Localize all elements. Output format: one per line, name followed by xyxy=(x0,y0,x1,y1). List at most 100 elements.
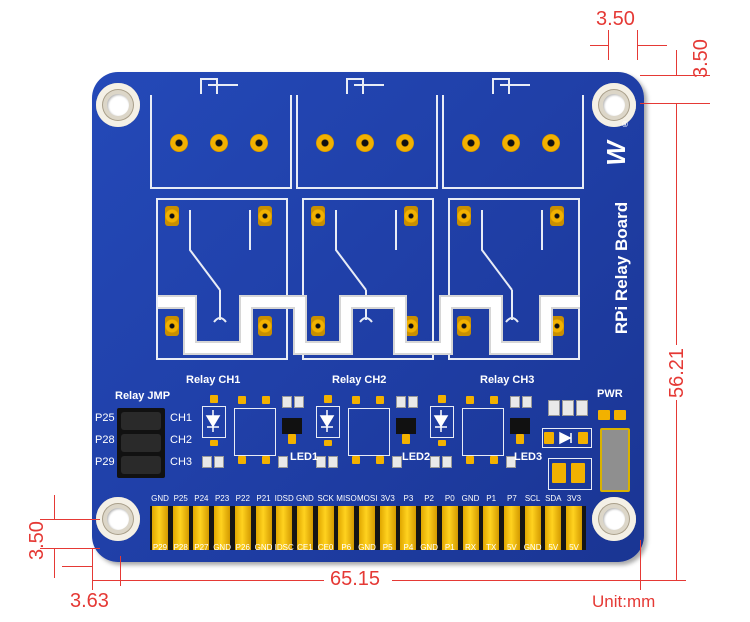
terminal-pad xyxy=(462,134,480,152)
waveshare-logo-icon: W xyxy=(600,141,631,166)
gpio-pin xyxy=(379,506,396,550)
pwr-resistor xyxy=(576,400,588,416)
mounting-hole-bottom-left xyxy=(96,497,140,541)
gpio-pin-label: P22 xyxy=(235,494,250,503)
relay-ch3-label: Relay CH3 xyxy=(480,374,535,386)
gpio-pin-label: P27 xyxy=(194,543,209,552)
relay-coil-pad xyxy=(258,206,272,226)
dim-left-offset: 3.50 xyxy=(26,521,48,560)
relay-coil-pad xyxy=(457,206,471,226)
jmp-pin-p25: P25 xyxy=(95,412,115,424)
gpio-pin xyxy=(524,506,541,550)
gpio-pin-label: P21 xyxy=(256,494,271,503)
gpio-pin-label: IDSC xyxy=(274,543,294,552)
dim-line xyxy=(640,580,686,581)
gpio-pin xyxy=(359,506,375,550)
relay-contact-pad xyxy=(165,316,179,336)
relay-contact-pad xyxy=(457,316,471,336)
gpio-pin-label: GND xyxy=(296,494,314,503)
gpio-pin-label: GND xyxy=(358,543,376,552)
gpio-pin-label: 5V xyxy=(506,543,517,552)
dim-line xyxy=(640,75,710,76)
gpio-pin xyxy=(152,506,168,550)
gpio-pin-label: SCL xyxy=(524,494,541,503)
gpio-pin xyxy=(296,506,313,550)
pwr-led-pad xyxy=(598,410,610,420)
gpio-pin xyxy=(234,506,251,550)
gpio-pin-label: P26 xyxy=(235,543,250,552)
board-title-block: RPi Relay Board xyxy=(610,180,634,360)
gpio-pin xyxy=(276,506,293,550)
gpio-pin-label: P6 xyxy=(341,543,352,552)
relay-coil-pad xyxy=(311,206,325,226)
gpio-pin-label: P23 xyxy=(214,494,230,503)
led3-label: LED3 xyxy=(514,451,543,463)
relay-contact-pad xyxy=(311,316,325,336)
registered-mark: ® xyxy=(622,120,628,129)
gpio-pin xyxy=(172,506,189,550)
gpio-pin-label: P5 xyxy=(382,543,393,552)
gpio-pin xyxy=(193,506,210,550)
dim-height-line xyxy=(676,103,677,581)
gpio-pin-label: P1 xyxy=(486,494,497,503)
gpio-pin-label: P2 xyxy=(424,494,434,503)
gpio-pin-label: CE1 xyxy=(297,543,313,552)
terminal-pad xyxy=(250,134,268,152)
relay-contact-pad xyxy=(258,316,272,336)
gpio-pin-label: MISO xyxy=(336,494,357,503)
gpio-pin-label: P28 xyxy=(173,543,188,552)
dim-top-offset: 3.50 xyxy=(596,8,635,30)
gpio-pin xyxy=(545,506,562,550)
terminal-pad xyxy=(356,134,374,152)
gpio-pin-label: P7 xyxy=(506,494,517,503)
relay-ch2-label: Relay CH2 xyxy=(332,374,387,386)
terminal-pad xyxy=(316,134,334,152)
dim-bottom-left: 3.63 xyxy=(70,590,109,612)
gpio-pin-label: P1 xyxy=(444,543,455,552)
relay-coil-pad xyxy=(404,206,418,226)
gpio-pin-label: IDSD xyxy=(274,494,294,503)
terminal-pad xyxy=(542,134,560,152)
relay-contact-pad xyxy=(550,316,564,336)
gpio-pin xyxy=(400,506,417,550)
voltage-regulator xyxy=(600,428,630,492)
jumper-title: Relay JMP xyxy=(115,390,171,402)
mounting-hole-top-left xyxy=(96,83,140,127)
gpio-pin-label: GND xyxy=(420,543,438,552)
pwr-label: PWR xyxy=(597,388,623,400)
isolation-slot xyxy=(158,295,580,355)
dim-arrow xyxy=(676,50,677,75)
gpio-pin-label: GND xyxy=(254,543,273,552)
led1-label: LED1 xyxy=(290,451,319,463)
gpio-pin xyxy=(255,506,272,550)
terminal-pad xyxy=(170,134,188,152)
gpio-pin-label: P25 xyxy=(173,494,188,503)
gpio-pin-label: GND xyxy=(151,494,169,503)
dim-line xyxy=(40,519,100,520)
gpio-pin xyxy=(462,506,479,550)
gpio-pin-label: MOSI xyxy=(357,494,378,503)
gpio-pin-label: GND xyxy=(213,543,231,552)
power-capacitor xyxy=(548,458,592,490)
relay-coil-pad xyxy=(165,206,179,226)
gpio-pin-label: P24 xyxy=(194,494,209,503)
gpio-pin xyxy=(566,506,582,550)
gpio-pin-label: P3 xyxy=(403,494,414,503)
gpio-pin-label: 3V3 xyxy=(566,494,582,503)
pwr-resistor xyxy=(548,400,560,416)
dim-line xyxy=(92,548,93,590)
terminal-pad xyxy=(502,134,520,152)
terminal-pad xyxy=(210,134,228,152)
jmp-pin-p28: P28 xyxy=(95,434,115,446)
gpio-pin xyxy=(441,506,458,550)
dim-arrow xyxy=(62,566,92,567)
gpio-pin xyxy=(483,506,500,550)
pwr-diode xyxy=(542,428,592,448)
dim-arrow xyxy=(637,45,667,46)
gpio-pin-label: P4 xyxy=(403,543,414,552)
dim-arrow xyxy=(54,495,55,519)
gpio-pin xyxy=(338,506,355,550)
dim-line xyxy=(40,548,100,549)
pwr-led-pad xyxy=(614,410,626,420)
dim-height: 56.21 xyxy=(666,347,688,398)
